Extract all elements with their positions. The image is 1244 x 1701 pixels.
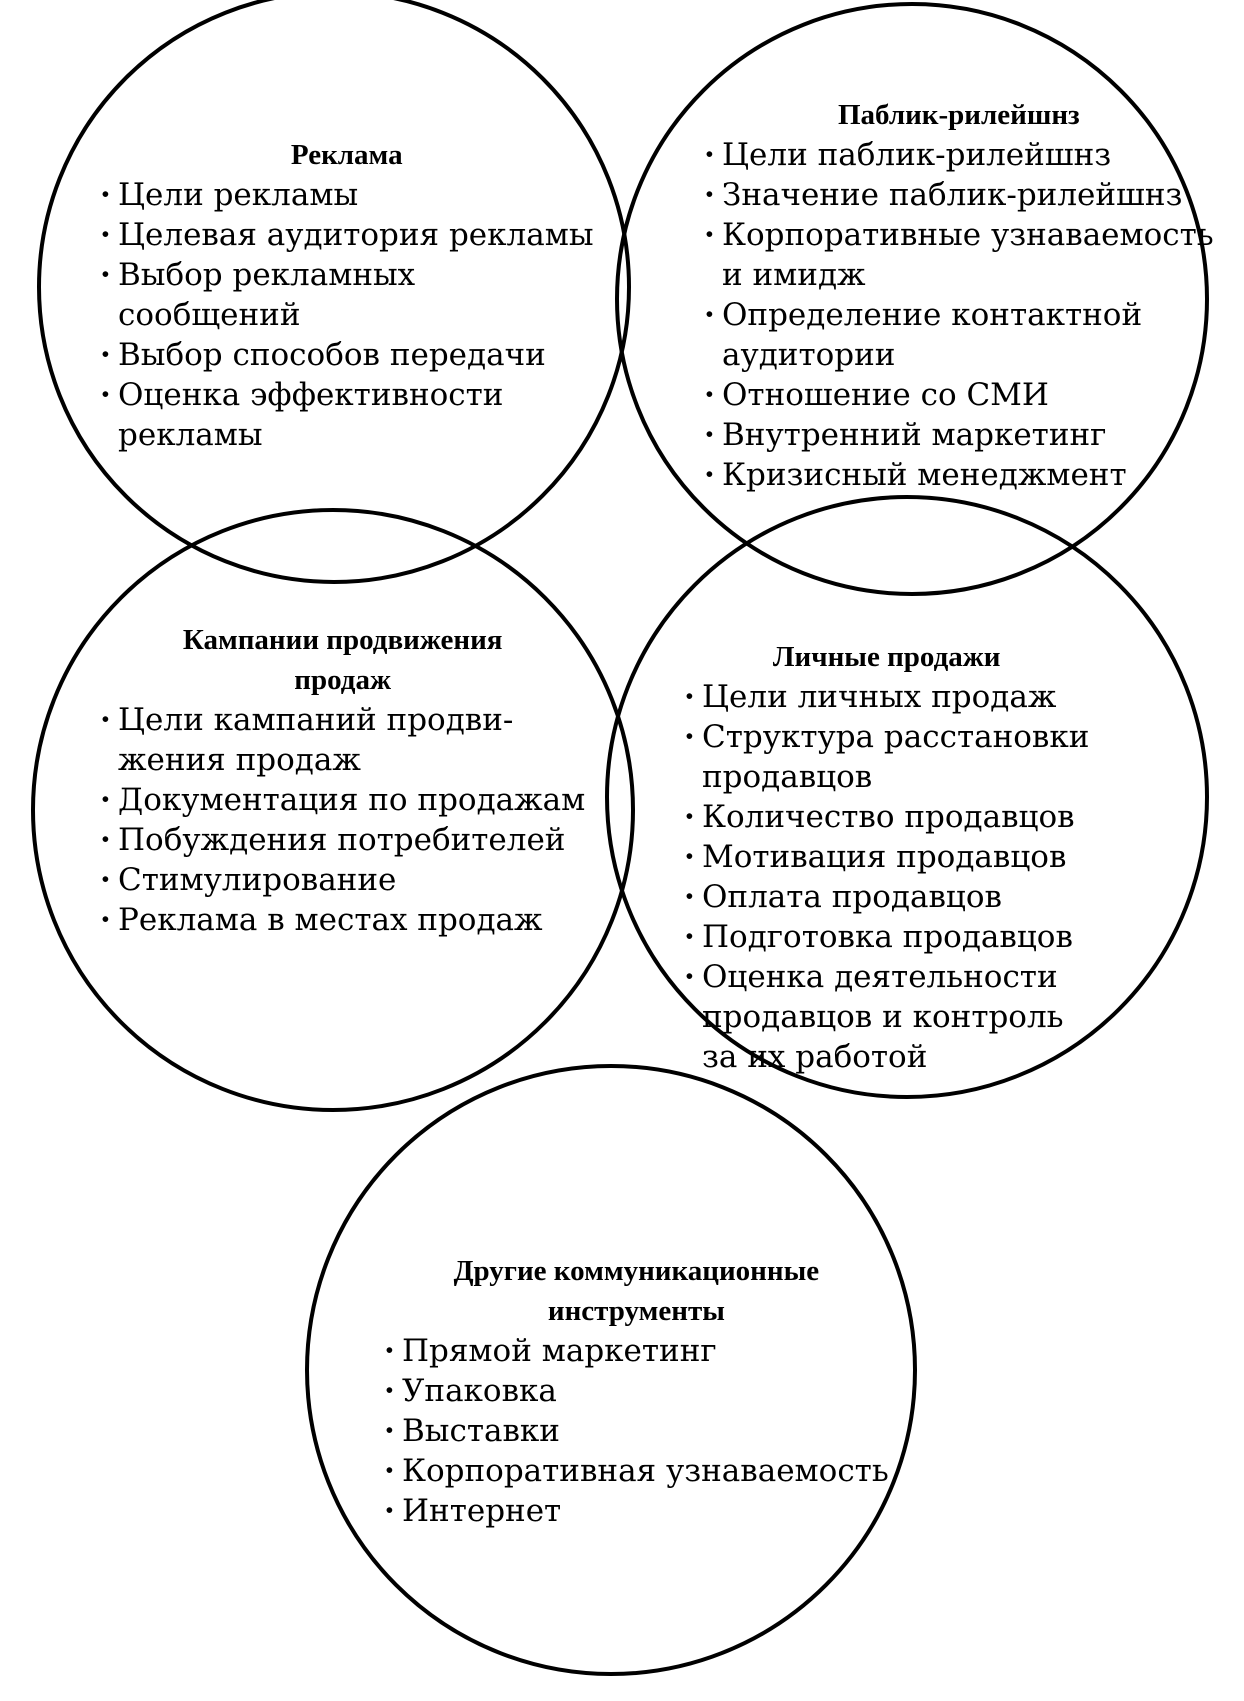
list-item: Выставки <box>384 1411 889 1451</box>
list-item: Оценка эффективности рекламы <box>100 375 594 455</box>
list-item-text: аудитории <box>722 337 896 373</box>
list-item-text: продавцов <box>702 759 873 795</box>
list-item-text: Выбор способов передачи <box>118 337 546 373</box>
circle-title-line: продаж <box>294 664 391 696</box>
list-item: Оценка деятельности продавцов и контроль з… <box>684 957 1089 1077</box>
circle-title: Паблик-рилейшнз <box>704 95 1214 135</box>
list-item: Цели личных продаж <box>684 677 1089 717</box>
list-item: Прямой маркетинг <box>384 1331 889 1371</box>
list-item-text: Значение паблик-рилейшнз <box>722 177 1183 213</box>
list-item-text: Количество продавцов <box>702 799 1075 835</box>
public-relations-text: Паблик-рилейшнзЦели паблик-рилейшнзЗначе… <box>704 95 1214 495</box>
list-item: Структура расстановки продавцов <box>684 717 1089 797</box>
list-item: Интернет <box>384 1491 889 1531</box>
circle-personal-selling <box>605 495 1209 1099</box>
list-item: Количество продавцов <box>684 797 1089 837</box>
list-item: Внутренний маркетинг <box>704 415 1214 455</box>
circle-title: Реклама <box>100 135 594 175</box>
list-item: Цели кампаний продви-жения продаж <box>100 700 585 780</box>
list-item: Документация по продажам <box>100 780 585 820</box>
advertising-text: РекламаЦели рекламыЦелевая аудитория рек… <box>100 135 594 455</box>
list-item-text: за их работой <box>702 1039 928 1075</box>
circle-title-line: Паблик-рилейшнз <box>837 99 1080 131</box>
list-item: Выбор рекламных сообщений <box>100 255 594 335</box>
list-item-text: Выбор рекламных <box>118 257 416 293</box>
list-item: Корпоративные узнаваемость и имидж <box>704 215 1214 295</box>
circle-title-line: Кампании продвижения <box>182 624 503 656</box>
list-item-text: Корпоративные узнаваемость <box>722 217 1214 253</box>
list-item-text: Стимулирование <box>118 862 397 898</box>
list-item-text: Внутренний маркетинг <box>722 417 1107 453</box>
list-item-text: Структура расстановки <box>702 719 1090 755</box>
list-item-text: Целевая аудитория рекламы <box>118 217 594 253</box>
list-item: Цели паблик-рилейшнз <box>704 135 1214 175</box>
list-item-text: Документация по продажам <box>118 782 586 818</box>
list-item: Упаковка <box>384 1371 889 1411</box>
list-item-text: Кризисный менеджмент <box>722 457 1127 493</box>
list-item-text: и имидж <box>722 257 866 293</box>
circle-other-tools <box>305 1064 917 1676</box>
list-item-text: Оплата продавцов <box>702 879 1002 915</box>
list-item-text: жения продаж <box>118 742 361 778</box>
list-item-text: Подготовка продавцов <box>702 919 1073 955</box>
list-item: Выбор способов передачи <box>100 335 594 375</box>
list-item-text: Интернет <box>402 1493 562 1529</box>
circle-title-line: Другие коммуникационные <box>453 1255 820 1287</box>
list-item-text: Реклама в местах продаж <box>118 902 543 938</box>
list-item: Стимулирование <box>100 860 585 900</box>
list-item-text: Мотивация продавцов <box>702 839 1067 875</box>
list-item-text: Определение контактной <box>722 297 1143 333</box>
circle-title: Личные продажи <box>684 637 1089 677</box>
list-item-text: Побуждения потребителей <box>118 822 566 858</box>
list-item: Оплата продавцов <box>684 877 1089 917</box>
list-item-text: Корпоративная узнаваемость <box>402 1453 889 1489</box>
list-item-text: Цели кампаний продви- <box>118 702 514 738</box>
list-item: Цели рекламы <box>100 175 594 215</box>
circle-title-line: Личные продажи <box>772 641 1001 673</box>
circle-title: Другие коммуникационные инструменты <box>384 1251 889 1331</box>
list-item: Определение контактной аудитории <box>704 295 1214 375</box>
circle-title-line: инструменты <box>547 1295 725 1327</box>
circle-sales-promotion <box>31 508 635 1112</box>
list-item-text: Выставки <box>402 1413 560 1449</box>
list-item: Отношение со СМИ <box>704 375 1214 415</box>
list-item: Кризисный менеджмент <box>704 455 1214 495</box>
list-item: Побуждения потребителей <box>100 820 585 860</box>
list-item-text: Отношение со СМИ <box>722 377 1049 413</box>
list-item: Целевая аудитория рекламы <box>100 215 594 255</box>
list-item: Подготовка продавцов <box>684 917 1089 957</box>
list-item-text: Упаковка <box>402 1373 557 1409</box>
list-item-text: Прямой маркетинг <box>402 1333 717 1369</box>
list-item: Реклама в местах продаж <box>100 900 585 940</box>
list-item-text: сообщений <box>118 297 301 333</box>
list-item-text: продавцов и контроль <box>702 999 1064 1035</box>
sales-promotion-text: Кампании продвижения продажЦели кампаний … <box>100 620 585 940</box>
list-item-text: Цели паблик-рилейшнз <box>722 137 1112 173</box>
personal-selling-text: Личные продажиЦели личных продажСтруктур… <box>684 637 1089 1077</box>
circle-advertising <box>37 0 631 584</box>
other-tools-text: Другие коммуникационные инструментыПрямой… <box>384 1251 889 1531</box>
list-item: Мотивация продавцов <box>684 837 1089 877</box>
list-item: Значение паблик-рилейшнз <box>704 175 1214 215</box>
list-item-text: Оценка деятельности <box>702 959 1058 995</box>
list-item-text: рекламы <box>118 417 263 453</box>
list-item-text: Цели личных продаж <box>702 679 1057 715</box>
circle-title: Кампании продвижения продаж <box>100 620 585 700</box>
list-item-text: Оценка эффективности <box>118 377 504 413</box>
list-item-text: Цели рекламы <box>118 177 359 213</box>
circle-title-line: Реклама <box>290 139 403 171</box>
list-item: Корпоративная узнаваемость <box>384 1451 889 1491</box>
